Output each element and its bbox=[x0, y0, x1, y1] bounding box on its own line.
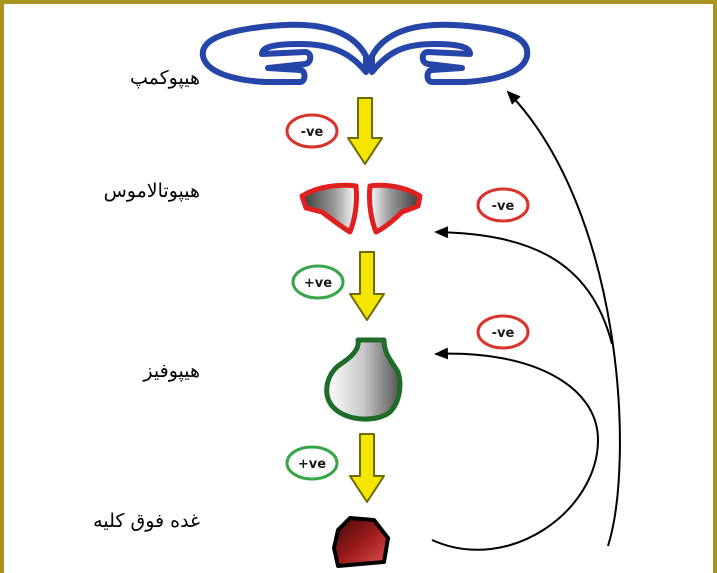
hippocampus-label: هیپوکمپ bbox=[130, 67, 200, 89]
badge-label: +ve bbox=[304, 276, 332, 291]
negative-badge: -ve bbox=[287, 115, 337, 147]
hippocampus-shape bbox=[203, 25, 527, 82]
badge-label: -ve bbox=[301, 125, 324, 140]
adrenal-gland-label: غده فوق کلیه bbox=[93, 510, 200, 532]
hypothalamus-shape bbox=[302, 185, 420, 232]
positive-badge: +ve bbox=[293, 266, 343, 298]
down-arrow-icon bbox=[350, 434, 384, 502]
negative-badge: -ve bbox=[478, 316, 528, 348]
badge-label: -ve bbox=[492, 199, 515, 214]
hypothalamus-label: هیپوتالاموس bbox=[104, 180, 200, 202]
curved-arrow-icon bbox=[432, 354, 598, 550]
pituitary-label: هیپوفیز bbox=[143, 360, 200, 382]
negative-badge: -ve bbox=[478, 189, 528, 221]
badge-label: -ve bbox=[492, 326, 515, 341]
adrenal-gland-shape bbox=[334, 518, 388, 566]
down-arrow-icon bbox=[350, 252, 384, 320]
down-arrow-icon bbox=[348, 98, 382, 164]
pituitary-shape bbox=[327, 340, 400, 419]
badge-label: +ve bbox=[298, 457, 326, 472]
positive-badge: +ve bbox=[287, 447, 337, 479]
